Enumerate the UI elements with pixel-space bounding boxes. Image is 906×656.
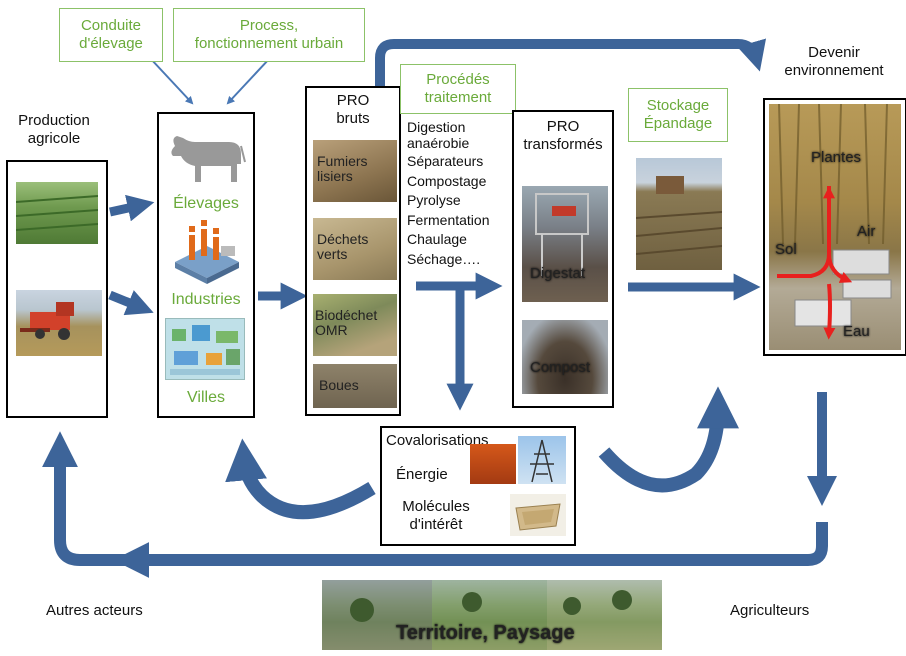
procede-item: anaérobie bbox=[407, 135, 470, 151]
agriculteurs-label: Agriculteurs bbox=[730, 602, 810, 619]
boues-photo: Boues bbox=[313, 364, 397, 408]
compost-label: Compost bbox=[530, 359, 591, 376]
conduite-elevage-label: Conduite d'élevage bbox=[59, 8, 163, 62]
fumiers-photo: Fumiers lisiers bbox=[313, 140, 397, 202]
pro-bruts-title: PRO bruts bbox=[336, 92, 370, 127]
boiler-photo bbox=[470, 444, 516, 484]
factory-icon bbox=[175, 220, 239, 284]
boues-label: Boues bbox=[319, 377, 359, 393]
epandage-photo bbox=[636, 158, 722, 270]
industries-label: Industries bbox=[171, 291, 241, 308]
cow-icon bbox=[171, 136, 246, 182]
fumiers-label: Fumiers lisiers bbox=[317, 153, 368, 185]
harvester-photo bbox=[16, 290, 102, 356]
dechets-verts-photo: Déchets verts bbox=[313, 218, 397, 280]
territoire-paysage-label: Territoire, Paysage bbox=[396, 622, 575, 644]
stockage-epandage-label: Stockage Épandage bbox=[628, 88, 728, 142]
devenir-title: Devenir environnement bbox=[784, 44, 884, 79]
villes-label: Villes bbox=[187, 389, 225, 406]
crop-field-photo bbox=[16, 182, 98, 244]
digestat-label: Digestat bbox=[530, 265, 586, 282]
production-agricole-title: Production agricole bbox=[18, 112, 90, 147]
covalorisations-box: Covalorisations Énergie Molécules d'inté… bbox=[380, 426, 576, 546]
process-urbain-label: Process, fonctionnement urbain bbox=[173, 8, 365, 62]
tray-photo bbox=[510, 494, 566, 536]
molecules-label: Molécules d'intérêt bbox=[402, 498, 470, 533]
pylon-photo bbox=[518, 436, 566, 484]
production-agricole-box bbox=[6, 160, 108, 418]
pro-bruts-box: PRO bruts Fumiers lisiers Déchets verts … bbox=[305, 86, 401, 416]
procede-item: Compostage bbox=[407, 172, 487, 189]
elevages-label: Élevages bbox=[173, 195, 239, 212]
procede-item: Fermentation bbox=[407, 211, 490, 228]
digestat-photo: Digestat bbox=[522, 186, 608, 302]
sources-box: Élevages Industries Villes bbox=[157, 112, 255, 418]
pro-transformes-title: PRO transformés bbox=[523, 118, 603, 153]
devenir-box: Plantes Sol Air Eau bbox=[763, 98, 906, 356]
biodechet-label: Biodéchet OMR bbox=[315, 307, 378, 339]
procede-item: Séparateurs bbox=[407, 153, 484, 169]
city-icon bbox=[165, 318, 245, 380]
dechets-verts-label: Déchets verts bbox=[317, 231, 369, 263]
pro-transformes-box: PRO transformés Digestat Compost bbox=[512, 110, 614, 408]
energie-label: Énergie bbox=[396, 466, 448, 483]
biodechet-photo: Biodéchet OMR bbox=[313, 294, 397, 356]
plantes-label: Plantes bbox=[811, 149, 862, 166]
soil-profile-photo: Plantes Sol Air Eau bbox=[769, 104, 901, 350]
covalorisations-title: Covalorisations bbox=[386, 432, 489, 449]
procedes-traitement-label: Procédés traitement bbox=[400, 64, 516, 114]
procede-item: Pyrolyse bbox=[407, 192, 461, 208]
procede-item: Digestion bbox=[407, 119, 466, 135]
eau-label: Eau bbox=[843, 323, 870, 340]
procede-item: Séchage…. bbox=[407, 250, 481, 267]
procedes-list: Digestion anaérobie Séparateurs Composta… bbox=[407, 120, 511, 269]
territoire-paysage-photo: Territoire, Paysage bbox=[322, 580, 662, 650]
air-label: Air bbox=[857, 223, 876, 240]
autres-acteurs-label: Autres acteurs bbox=[46, 602, 143, 619]
compost-photo: Compost bbox=[522, 320, 608, 394]
procede-item: Chaulage bbox=[407, 231, 467, 247]
sol-label: Sol bbox=[775, 241, 797, 258]
